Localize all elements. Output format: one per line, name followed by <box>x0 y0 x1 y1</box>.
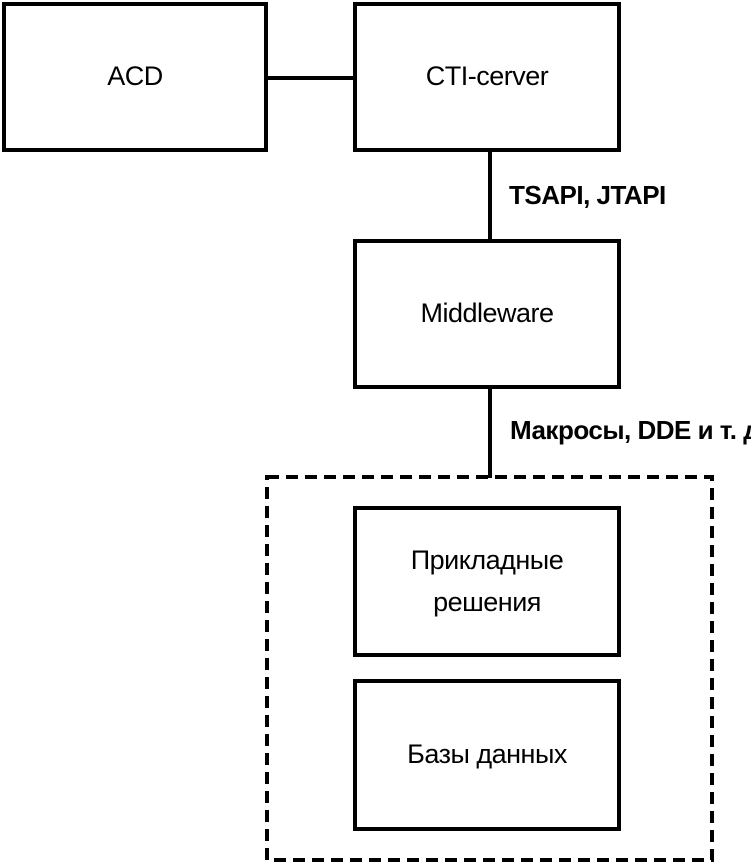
node-middleware: Middleware <box>353 239 621 389</box>
node-applications-label: Прикладные решения <box>410 540 564 624</box>
node-acd: ACD <box>2 2 268 152</box>
node-middleware-label: Middleware <box>420 298 554 329</box>
edge-label-macros-dde: Макросы, DDE и т. д. <box>510 415 751 445</box>
node-cti-server-label: CTI-cerver <box>425 61 549 92</box>
node-applications-label-line2: решения <box>433 586 541 617</box>
node-databases: Базы данных <box>353 679 621 831</box>
edge-label-tsapi-jtapi: TSAPI, JTAPI <box>509 180 666 210</box>
client-group-dashed-border <box>265 475 714 862</box>
node-applications: Прикладные решения <box>353 506 621 657</box>
node-acd-label: ACD <box>107 61 163 92</box>
node-applications-label-line1: Прикладные <box>410 544 564 575</box>
node-cti-server: CTI-cerver <box>353 2 621 152</box>
node-databases-label: Базы данных <box>407 739 567 770</box>
